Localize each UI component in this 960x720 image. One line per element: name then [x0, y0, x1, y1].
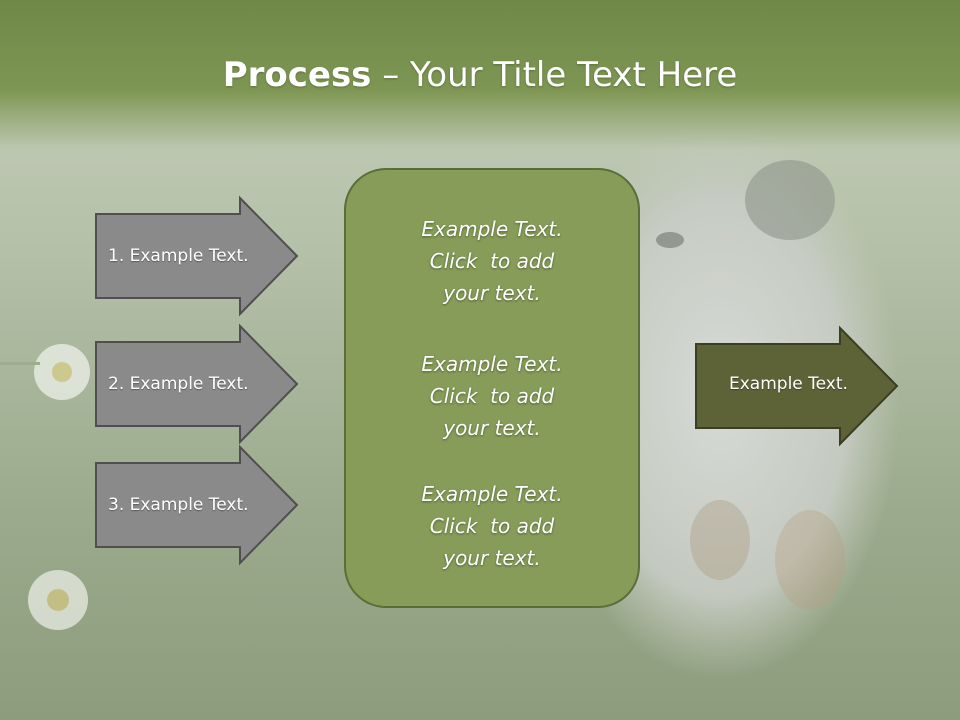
left-arrow-3[interactable] [95, 444, 299, 566]
center-text-block-1[interactable]: Example Text. Click to add your text. [344, 213, 640, 309]
left-arrow-2-label: 2. Example Text. [108, 374, 249, 394]
center-text-box[interactable] [344, 168, 640, 608]
left-arrow-3-label: 3. Example Text. [108, 495, 249, 515]
center-block-2-line-1: Example Text. [421, 352, 563, 376]
center-block-1-line-3: your text. [443, 281, 541, 305]
right-arrow-label: Example Text. [729, 374, 848, 394]
left-arrow-1-label: 1. Example Text. [108, 246, 249, 266]
slide-title[interactable]: Process – Your Title Text Here [0, 50, 960, 100]
center-block-2-line-2: Click to add [429, 384, 555, 408]
left-arrow-2[interactable] [95, 323, 299, 445]
center-block-3-line-2: Click to add [429, 514, 555, 538]
center-block-2-line-3: your text. [443, 416, 541, 440]
center-block-3-line-3: your text. [443, 546, 541, 570]
title-rest: – Your Title Text Here [371, 55, 738, 95]
title-band [0, 0, 960, 150]
center-text-block-2[interactable]: Example Text. Click to add your text. [344, 348, 640, 444]
title-bold: Process [222, 55, 372, 95]
center-block-1-line-2: Click to add [429, 249, 555, 273]
left-arrow-1[interactable] [95, 195, 299, 317]
center-block-3-line-1: Example Text. [421, 482, 563, 506]
daisy-flower-icon [0, 344, 90, 630]
center-block-1-line-1: Example Text. [421, 217, 563, 241]
center-text-block-3[interactable]: Example Text. Click to add your text. [344, 478, 640, 574]
right-arrow[interactable] [695, 325, 899, 447]
